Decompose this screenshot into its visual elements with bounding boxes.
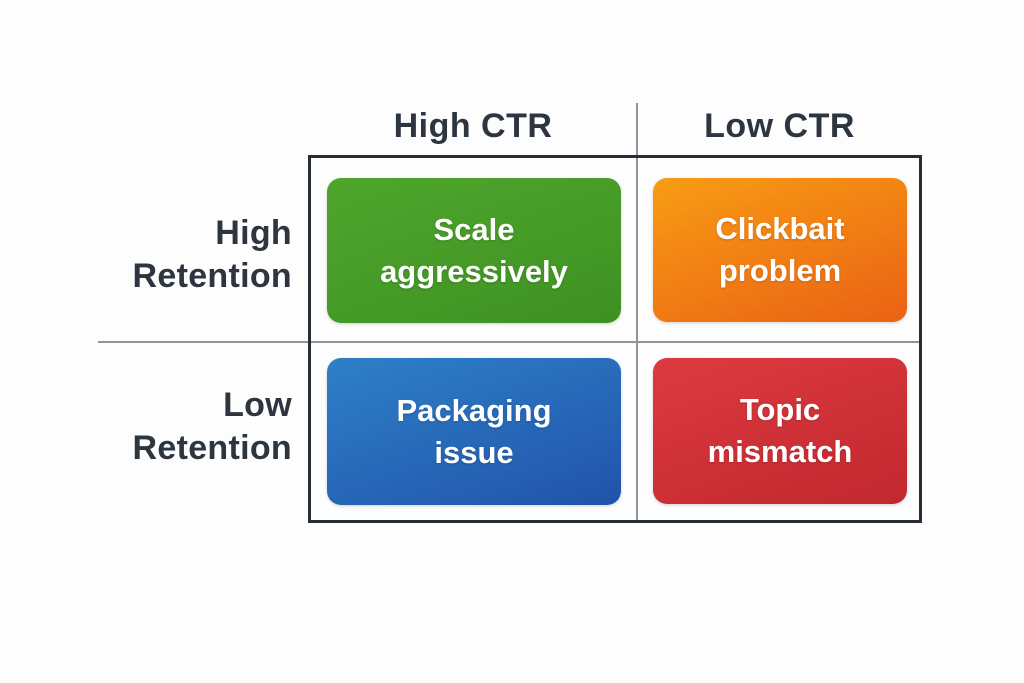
quadrant-label: Clickbait problem bbox=[715, 211, 845, 288]
row-divider-line bbox=[98, 341, 922, 343]
quadrant-label: Packaging issue bbox=[396, 392, 552, 470]
quadrant-label: Topic mismatch bbox=[707, 392, 853, 469]
quadrant-clickbait-problem: Clickbait problem bbox=[653, 178, 907, 322]
row-header-low-retention: Low Retention bbox=[132, 386, 292, 467]
column-divider-line bbox=[636, 103, 638, 523]
matrix-outer-border bbox=[308, 155, 922, 523]
quadrant-label: Scale aggressively bbox=[380, 211, 568, 289]
row-header-high-retention: High Retention bbox=[132, 214, 292, 295]
column-header-high-ctr: High CTR bbox=[393, 107, 553, 145]
column-header-low-ctr: Low CTR bbox=[704, 107, 855, 145]
quadrant-topic-mismatch: Topic mismatch bbox=[653, 358, 907, 504]
quadrant-packaging-issue: Packaging issue bbox=[327, 358, 621, 505]
quadrant-scale-aggressively: Scale aggressively bbox=[327, 178, 621, 323]
